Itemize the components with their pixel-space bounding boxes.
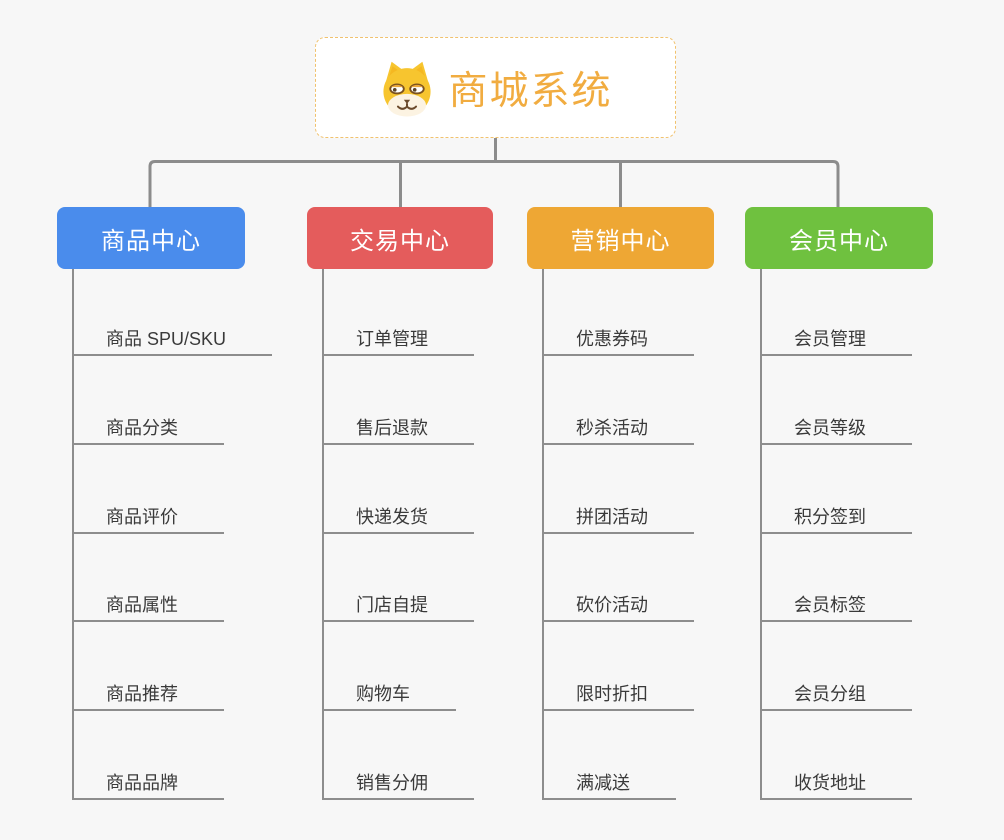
branch-label: 会员中心 — [789, 227, 889, 255]
sub-topic[interactable]: 会员管理 — [760, 324, 912, 356]
branch-label: 营销中心 — [570, 227, 671, 255]
sub-topic[interactable]: 订单管理 — [322, 324, 474, 356]
branch-trunk-line — [322, 269, 324, 800]
sub-topic[interactable]: 拼团活动 — [542, 502, 694, 534]
sub-topic[interactable]: 砍价活动 — [542, 590, 694, 622]
sub-topic[interactable]: 门店自提 — [322, 590, 474, 622]
sub-topic[interactable]: 商品分类 — [72, 413, 224, 445]
sub-topic[interactable]: 商品属性 — [72, 590, 224, 622]
branch-trunk-line — [542, 269, 544, 800]
sub-topic[interactable]: 商品品牌 — [72, 768, 224, 800]
sub-topic[interactable]: 销售分佣 — [322, 768, 474, 800]
sub-topic[interactable]: 积分签到 — [760, 502, 912, 534]
branch-trunk-line — [760, 269, 762, 800]
branch-node[interactable]: 交易中心 — [307, 207, 493, 269]
sub-topic[interactable]: 会员分组 — [760, 679, 912, 711]
branch-label: 交易中心 — [350, 227, 450, 255]
branch-node[interactable]: 会员中心 — [745, 207, 933, 269]
sub-topic[interactable]: 商品 SPU/SKU — [72, 324, 273, 356]
sub-topic[interactable]: 限时折扣 — [542, 679, 694, 711]
sub-topic[interactable]: 收货地址 — [760, 768, 912, 800]
dog-face-icon — [383, 61, 432, 117]
root-title: 商城系统 — [448, 69, 613, 113]
branch-label: 商品中心 — [101, 227, 201, 255]
sub-topic[interactable]: 售后退款 — [322, 413, 474, 445]
sub-topic[interactable]: 商品推荐 — [72, 679, 224, 711]
sub-topic[interactable]: 快递发货 — [322, 502, 474, 534]
branch-trunk-line — [72, 269, 74, 800]
sub-topic[interactable]: 会员等级 — [760, 413, 912, 445]
root-node[interactable]: 商城系统 — [315, 37, 676, 138]
branch-node[interactable]: 营销中心 — [527, 207, 714, 269]
bus-line — [148, 160, 840, 207]
sub-topic[interactable]: 购物车 — [322, 679, 456, 711]
sub-topic[interactable]: 秒杀活动 — [542, 413, 694, 445]
sub-topic[interactable]: 优惠券码 — [542, 324, 694, 356]
sub-topic[interactable]: 商品评价 — [72, 502, 224, 534]
sub-topic[interactable]: 满减送 — [542, 768, 676, 800]
branch-node[interactable]: 商品中心 — [57, 207, 245, 269]
sub-topic[interactable]: 会员标签 — [760, 590, 912, 622]
